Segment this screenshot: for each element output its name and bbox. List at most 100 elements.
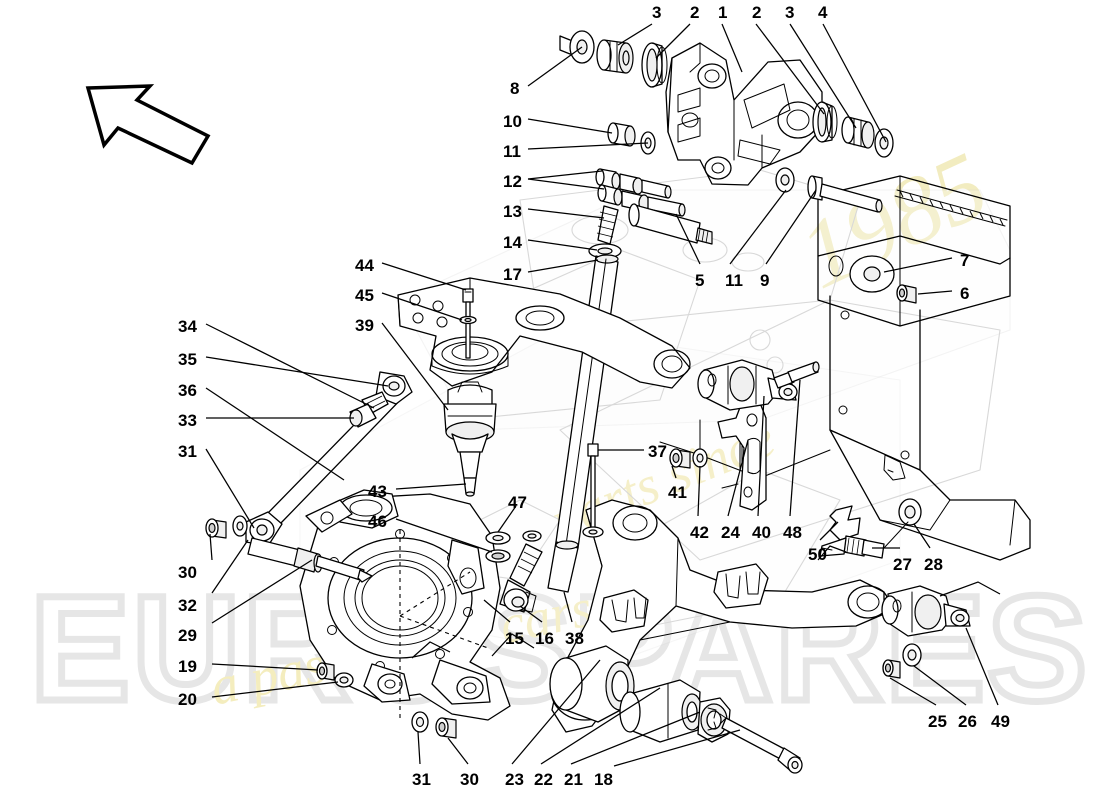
part-29-32-bolt	[247, 537, 373, 583]
part-30-nut-bottom	[435, 717, 457, 739]
callout-5: 5	[695, 271, 705, 290]
part-11-washer-right	[775, 167, 795, 193]
callout-25: 25	[928, 712, 947, 731]
callout-33: 33	[178, 411, 197, 430]
callout-23: 23	[505, 770, 524, 789]
callout-28: 28	[924, 555, 943, 574]
part-2-ring-right	[812, 101, 838, 143]
sensor-bracket-group	[582, 359, 820, 538]
tie-rod-end-15-16	[499, 543, 543, 613]
forward-direction-arrow	[85, 84, 211, 166]
leader-lines	[205, 23, 1001, 767]
part-40-ball-joint-link	[697, 359, 798, 411]
callout-10: 10	[503, 112, 522, 131]
part-20-washer	[334, 672, 354, 688]
callout-11: 11	[725, 271, 743, 290]
part-45-washer	[459, 315, 477, 325]
part-4-washer	[874, 128, 894, 158]
callout-36: 36	[178, 381, 197, 400]
lower-wishbone-arm	[550, 499, 889, 733]
bolt-group-9-11	[775, 167, 883, 213]
callout-31: 31	[412, 770, 431, 789]
callout-30: 30	[460, 770, 479, 789]
callout-1: 1	[718, 3, 728, 22]
callout-16: 16	[535, 629, 554, 648]
callout-13: 13	[503, 202, 522, 221]
callout-20: 20	[178, 690, 197, 709]
callout-2: 2	[752, 3, 762, 22]
callout-9: 9	[760, 271, 770, 290]
callout-38: 38	[565, 629, 584, 648]
callout-3: 3	[652, 3, 662, 22]
callout-26: 26	[958, 712, 977, 731]
callout-29: 29	[178, 626, 197, 645]
callout-24: 24	[721, 523, 740, 542]
part-25-nut	[882, 659, 901, 679]
callout-3: 3	[785, 3, 795, 22]
callout-30: 30	[178, 563, 197, 582]
callout-31: 31	[178, 442, 197, 461]
bolt-44-washer-45	[459, 288, 477, 359]
part-30-nut-left	[205, 518, 227, 539]
part-27-bolt	[819, 535, 885, 559]
part-49-ball-joint	[881, 585, 971, 637]
part-21-castle-nut	[697, 697, 731, 743]
bush-group-10-11	[607, 122, 656, 155]
callout-12: 12	[503, 172, 522, 191]
ball-joint-group-49	[881, 585, 971, 679]
part-10-bush	[607, 122, 636, 147]
callout-14: 14	[503, 233, 522, 252]
bush-stack-left	[559, 30, 668, 88]
callout-27: 27	[893, 555, 912, 574]
part-46-nut	[485, 549, 511, 563]
bush-7-and-nut-6	[828, 255, 917, 304]
washer-group-19-20	[316, 662, 354, 688]
part-5-bolt	[628, 203, 713, 245]
callout-43: 43	[368, 482, 387, 501]
track-rod-assembly	[205, 371, 413, 583]
callout-37: 37	[648, 442, 667, 461]
part-26-washer	[902, 643, 922, 667]
callout-34: 34	[178, 317, 197, 336]
part-48-pin	[773, 361, 820, 389]
bush-stack-right	[812, 101, 894, 158]
clip-and-bolt-group	[819, 498, 922, 559]
part-37-bolt	[582, 443, 604, 538]
part-7-bush	[849, 255, 895, 293]
upper-wishbone-arm	[397, 277, 691, 389]
part-38-link-rod	[547, 540, 579, 593]
part-47-washer-a	[485, 531, 511, 545]
callout-49: 49	[991, 712, 1010, 731]
part-31-washer-left	[232, 515, 248, 537]
callout-6: 6	[960, 284, 970, 303]
part-41-nut	[669, 448, 691, 469]
callout-41: 41	[668, 483, 687, 502]
callout-46: 46	[368, 512, 387, 531]
part-3-bush-right	[841, 116, 875, 149]
part-47-washer-b	[522, 530, 542, 542]
part-13-threaded-stud	[596, 205, 619, 245]
stud-13-and-washer-14	[588, 205, 622, 259]
callout-40: 40	[752, 523, 771, 542]
callout-4: 4	[818, 3, 828, 22]
part-9-bolt	[807, 175, 883, 213]
upper-suspension-bracket-part-1	[665, 42, 823, 186]
part-19-nut	[316, 662, 335, 681]
part-18-bolt	[721, 717, 803, 774]
callout-17: 17	[503, 265, 522, 284]
callout-19: 19	[178, 657, 197, 676]
callout-42: 42	[690, 523, 709, 542]
callout-48: 48	[783, 523, 802, 542]
callout-50: 50	[808, 545, 827, 564]
part-8-washer	[559, 30, 595, 64]
washer-group-31-30-bottom	[411, 711, 457, 739]
callout-21: 21	[564, 770, 583, 789]
part-42-washer	[692, 448, 708, 468]
part-31-washer-bottom	[411, 711, 429, 733]
callout-22: 22	[534, 770, 553, 789]
callout-35: 35	[178, 350, 197, 369]
callout-47: 47	[508, 493, 527, 512]
part-12-bolt-upper	[595, 168, 672, 199]
